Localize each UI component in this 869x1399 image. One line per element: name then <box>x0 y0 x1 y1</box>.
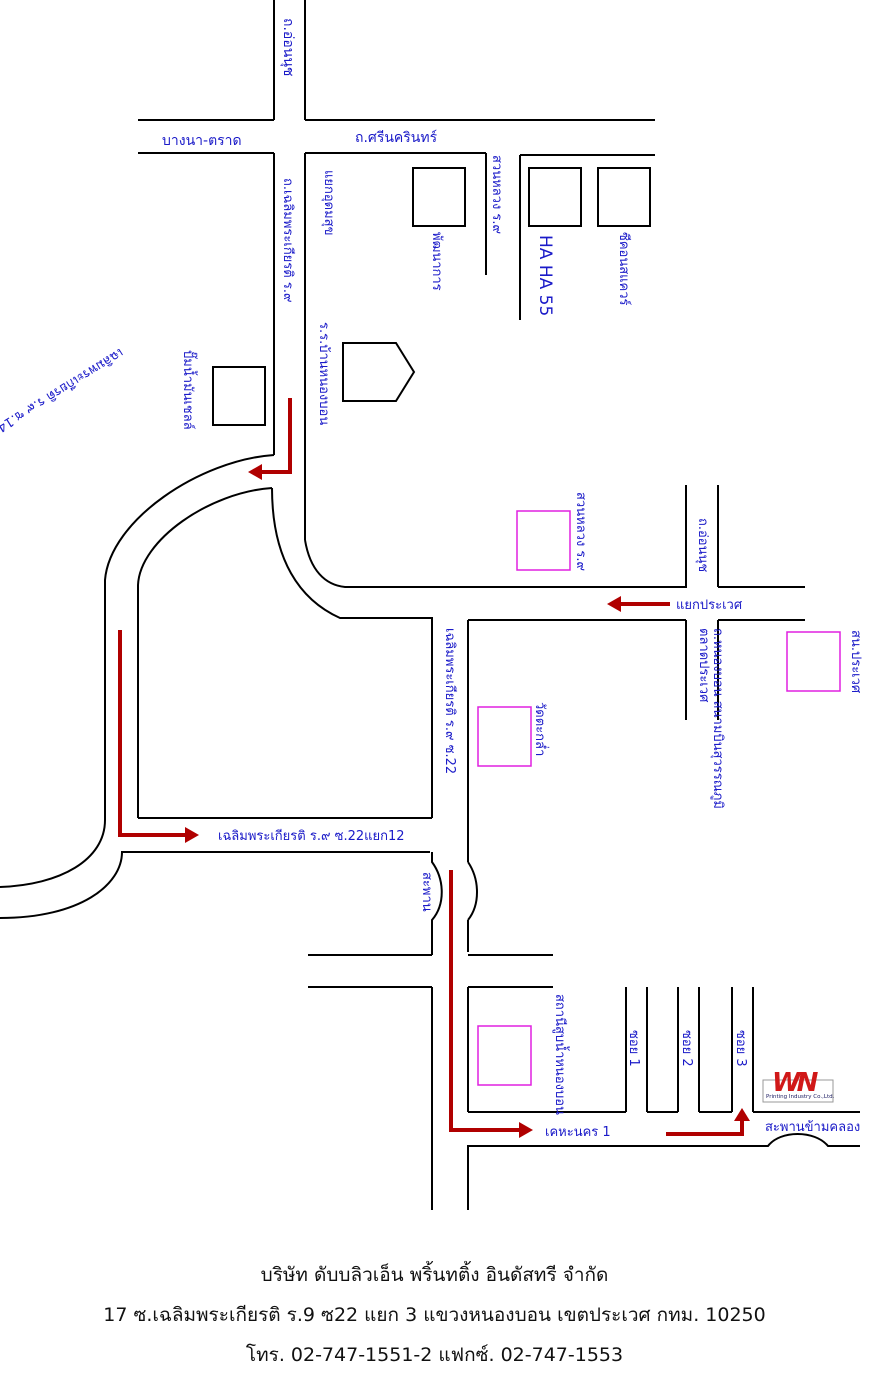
route-arrow-2 <box>118 630 188 837</box>
route-arrow-3 <box>449 870 522 1132</box>
label-bridge-canal: สะพานข้ามคลอง <box>765 1120 860 1135</box>
label-chaloem-soi14: เฉลิมพระเกียรติ ร.๙ ซ.14 <box>0 345 126 436</box>
landmark-nongbon-office <box>477 1025 532 1086</box>
label-on-nut-small: ถ.อ่อนนุช <box>695 518 710 572</box>
label-nongbon-office: สถานีสูบน้ำหนองบอน <box>552 994 570 1115</box>
label-chaloem-soi22: เฉลิมพระเกียรติ ร.๙ ซ.22 <box>442 628 458 774</box>
building-gas-station <box>212 366 266 426</box>
label-prawet-district: สน.ประเวศ <box>848 630 863 694</box>
label-nongbon-road: ถ.หนองบอน สนามบินสุวรรณภูมิ <box>710 628 725 809</box>
bridge-right-bump <box>467 861 478 921</box>
route-arrow-5-head <box>607 596 621 612</box>
route-arrow-1 <box>258 398 292 474</box>
label-kehanakorn: เคหะนคร 1 <box>545 1125 611 1140</box>
building-pattanakarn <box>412 167 466 227</box>
label-chaloem-r9: ถ.เฉลิมพระเกียรติ ร.๙ <box>280 178 296 303</box>
label-school: ร.ร.บ้านหนองบอน <box>316 322 331 425</box>
landmark-suan-luang <box>516 510 571 571</box>
footer-address: 17 ซ.เฉลิมพระเกียรติ ร.9 ซ22 แยก 3 แขวงห… <box>103 1304 766 1326</box>
label-suan-luang-mid: สวนหลวง ร.๙ <box>573 492 588 571</box>
route-arrow-4-head <box>734 1108 750 1121</box>
landmark-prawet-district <box>786 631 841 692</box>
route-arrow-1-head <box>248 464 262 480</box>
logo-caption: Printing Industry Co.,Ltd. <box>766 1094 835 1100</box>
route-arrow-3-head <box>519 1122 533 1138</box>
label-seacon: ซีคอนสแควร์ <box>616 232 632 306</box>
label-gas-station: ปั๊มน้ำมันเชลล์ <box>180 350 198 430</box>
label-on-nut: ถ.อ่อนนุช <box>280 18 296 76</box>
label-yaek-udom: แยกอุดมสุข <box>321 170 336 236</box>
label-chaloem-soi22-yaek12: เฉลิมพระเกียรติ ร.๙ ซ.22แยก12 <box>218 828 405 844</box>
label-soi2: ซอย 2 <box>679 1030 694 1067</box>
route-arrow-2-head <box>185 827 199 843</box>
label-bangna-trat: บางนา-ตราด <box>162 133 242 149</box>
road-curve-outer <box>0 454 275 888</box>
road-soi22-yaek12-bottom <box>0 851 430 919</box>
bridge-left-bump <box>431 852 443 955</box>
label-yaek-prawet: แยกประเวศ <box>676 598 743 613</box>
label-srinakarin: ถ.ศรีนครินทร์ <box>355 129 438 146</box>
road-prawet-top <box>304 485 687 588</box>
label-soi3: ซอย 3 <box>733 1030 748 1067</box>
route-arrow-4 <box>666 1118 744 1136</box>
building-haha <box>528 167 582 227</box>
label-haha: HA HA 55 <box>535 235 555 316</box>
road-curve-inner <box>137 487 273 818</box>
road-soi22-left <box>271 487 433 818</box>
logo-letters: WN <box>772 1068 819 1098</box>
company-logo: WN Printing Industry Co.,Ltd. <box>762 1068 835 1103</box>
landmark-wat-tha-kham <box>477 706 532 767</box>
footer-company: บริษัท ดับบลิวเอ็น พริ้นทติ้ง อินดัสทรี … <box>260 1264 609 1286</box>
label-pattanakarn: พัฒนาการ <box>429 232 444 291</box>
label-prawet-market: ตลาดประเวศ <box>696 628 711 703</box>
road-kehanakorn-bottom <box>467 1133 860 1210</box>
label-soi1: ซอย 1 <box>626 1030 641 1067</box>
footer-phone: โทร. 02-747-1551-2 แฟกซ์. 02-747-1553 <box>245 1344 624 1366</box>
location-map: ถ.อ่อนนุช บางนา-ตราด ถ.ศรีนครินทร์ สวนหล… <box>0 0 863 1210</box>
label-bridge-left: สะพาน <box>419 872 434 912</box>
label-suan-luang-top: สวนหลวง ร.๙ <box>489 155 504 234</box>
building-seacon <box>597 167 651 227</box>
label-wat-tha-kham: วัดตะกล่ำ <box>532 702 549 756</box>
building-school <box>342 342 416 402</box>
